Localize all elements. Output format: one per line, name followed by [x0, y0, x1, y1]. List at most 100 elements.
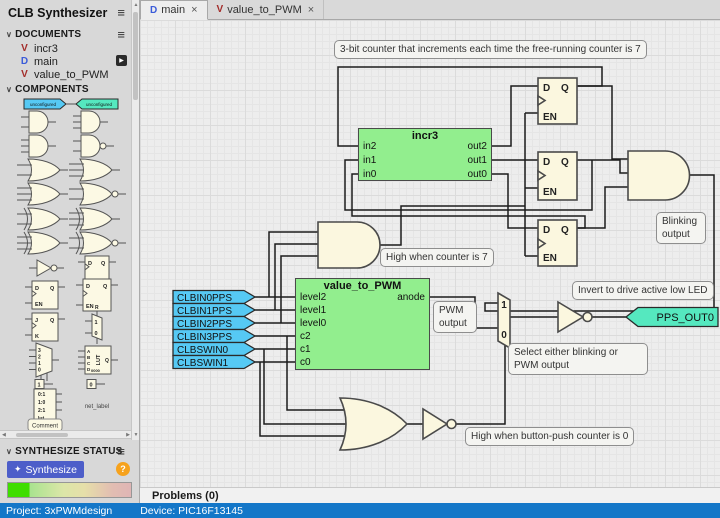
components-header[interactable]: ∨COMPONENTS [6, 84, 89, 95]
d-flipflop-2[interactable]: D Q EN [538, 152, 577, 200]
svg-text:Q: Q [50, 318, 55, 324]
not-gate-top[interactable] [558, 302, 592, 332]
tab-value-to-pwm[interactable]: V value_to_PWM × [208, 0, 325, 19]
component-and3-gate[interactable] [73, 111, 108, 133]
schematic-editor[interactable]: D Q EN D Q EN D Q EN [140, 20, 720, 487]
close-icon[interactable]: × [191, 4, 197, 16]
component-not-gate[interactable] [29, 260, 64, 276]
scroll-up-icon[interactable]: ▲ [132, 2, 140, 8]
and-gate-blinking[interactable] [628, 151, 690, 200]
component-d-flipflop-en[interactable]: DQEN [25, 281, 65, 309]
app-menu-icon[interactable]: ≡ [117, 7, 125, 19]
component-or3-gate-alt[interactable] [17, 183, 68, 205]
palette-horizontal-scrollbar[interactable]: ◀ ▶ [0, 430, 132, 439]
and-gate-counter7[interactable] [318, 222, 380, 268]
component-and3-gate-alt[interactable] [21, 135, 56, 157]
svg-text:0:1: 0:1 [38, 392, 45, 398]
component-input-pin[interactable]: unconfigured [24, 99, 72, 109]
note-counter[interactable]: 3-bit counter that increments each time … [334, 40, 647, 59]
component-xor2-gate[interactable] [17, 208, 68, 230]
input-pin-clbin1pps[interactable]: CLBIN1PPS [173, 304, 255, 318]
component-net-label[interactable]: net_label [85, 404, 109, 410]
synthesize-button[interactable]: ✦ Synthesize [7, 461, 84, 478]
component-nand-gate[interactable] [73, 135, 114, 157]
svg-text:D: D [35, 286, 39, 292]
not-gate-bottom[interactable] [423, 409, 456, 439]
block-incr3[interactable]: incr3 in2 in1 in0 out2 out1 out0 [358, 128, 492, 181]
documents-header[interactable]: ∨DOCUMENTS [6, 29, 81, 40]
verilog-file-icon: V [20, 43, 29, 54]
scroll-right-icon[interactable]: ▶ [126, 432, 130, 438]
synthesize-menu-icon[interactable]: ≡ [117, 446, 125, 458]
component-or2-gate[interactable] [17, 159, 68, 181]
d-flipflop-3[interactable]: D Q EN [538, 220, 577, 266]
component-xor3-gate[interactable] [69, 208, 120, 230]
diagram-file-icon: D [150, 5, 157, 16]
svg-text:CLBIN1PPS: CLBIN1PPS [177, 306, 232, 317]
document-item-value-to-pwm[interactable]: V value_to_PWM [20, 68, 109, 81]
svg-text:0000: 0000 [91, 368, 101, 373]
component-const-one[interactable]: 1 [35, 380, 53, 389]
component-jk-flipflop[interactable]: JQK [25, 313, 65, 341]
component-lut[interactable]: ABCDLUTQ0000 [78, 346, 118, 374]
note-button-counter-0[interactable]: High when button-push counter is 0 [465, 427, 634, 446]
scrollbar-thumb[interactable] [16, 433, 68, 437]
help-button[interactable]: ? [116, 462, 130, 476]
component-comment[interactable]: Comment [28, 419, 62, 430]
component-const-zero[interactable]: 0 [87, 380, 105, 389]
component-or3-gate[interactable] [69, 159, 120, 181]
input-pin-clbin2pps[interactable]: CLBIN2PPS [173, 317, 255, 331]
document-item-main[interactable]: D main ▶ [20, 55, 58, 68]
svg-text:unconfigured: unconfigured [30, 102, 57, 107]
note-blinking-output[interactable]: Blinking output [656, 212, 706, 244]
note-high-when-7[interactable]: High when counter is 7 [380, 248, 494, 267]
d-flipflop-1[interactable]: D Q EN [538, 78, 577, 124]
svg-text:K: K [35, 334, 39, 340]
component-d-flipflop[interactable]: DQ [78, 256, 116, 280]
mux-2to1[interactable]: 1 0 [498, 293, 510, 348]
note-pwm-output[interactable]: PWM output [433, 301, 477, 333]
svg-text:EN: EN [543, 112, 557, 123]
app-title: CLB Synthesizer [8, 6, 107, 20]
svg-text:CLBIN3PPS: CLBIN3PPS [177, 332, 232, 343]
sidebar-vertical-scrollbar[interactable]: ▲ ▼ [131, 0, 139, 440]
svg-text:PPS_OUT0: PPS_OUT0 [657, 312, 714, 324]
port-out0: out0 [468, 169, 487, 181]
scroll-down-icon[interactable]: ▼ [132, 432, 140, 438]
component-xor3-gate-alt[interactable] [17, 232, 68, 254]
document-item-incr3[interactable]: V incr3 [20, 42, 58, 55]
input-pin-clbswin1[interactable]: CLBSWIN1 [173, 356, 255, 370]
component-mux-2to1[interactable]: 10 [85, 314, 102, 344]
component-and2-gate[interactable] [21, 111, 56, 133]
synthesize-status-header[interactable]: ∨SYNTHESIZE STATUS [6, 446, 123, 457]
scrollbar-thumb[interactable] [133, 12, 138, 100]
component-output-pin[interactable]: unconfigured [70, 99, 118, 109]
input-pin-clbswin0[interactable]: CLBSWIN0 [173, 343, 255, 357]
svg-text:D: D [86, 284, 90, 290]
run-icon[interactable]: ▶ [116, 55, 127, 66]
documents-menu-icon[interactable]: ≡ [117, 29, 125, 41]
or-gate[interactable] [340, 398, 407, 450]
port-level1: level1 [300, 305, 326, 317]
chevron-down-icon: ∨ [6, 30, 12, 39]
chevron-down-icon: ∨ [6, 85, 12, 94]
component-d-flipflop-en-r[interactable]: DQENR [76, 279, 118, 317]
input-pin-clbin3pps[interactable]: CLBIN3PPS [173, 330, 255, 344]
component-truth-table[interactable]: 0:11:02:1lut [34, 389, 62, 423]
block-value-to-pwm[interactable]: value_to_PWM level2 level1 level0 c2 c1 … [295, 278, 430, 370]
tab-main[interactable]: D main × [140, 0, 208, 20]
note-select[interactable]: Select either blinking or PWM output [508, 343, 648, 375]
input-pin-clbin0pps[interactable]: CLBIN0PPS [173, 291, 255, 305]
svg-text:1: 1 [501, 300, 507, 311]
note-invert[interactable]: Invert to drive active low LED [572, 281, 714, 300]
svg-text:Q: Q [101, 261, 106, 267]
component-mux-4to1[interactable]: 3210 [29, 343, 59, 381]
output-pin-pps-out0[interactable]: PPS_OUT0 [626, 308, 718, 327]
document-label: value_to_PWM [34, 69, 109, 81]
scroll-left-icon[interactable]: ◀ [2, 432, 6, 438]
problems-panel[interactable]: Problems (0) [140, 487, 720, 503]
close-icon[interactable]: × [308, 4, 314, 16]
component-nor-gate[interactable] [69, 183, 126, 205]
component-xnor-gate[interactable] [69, 232, 126, 254]
